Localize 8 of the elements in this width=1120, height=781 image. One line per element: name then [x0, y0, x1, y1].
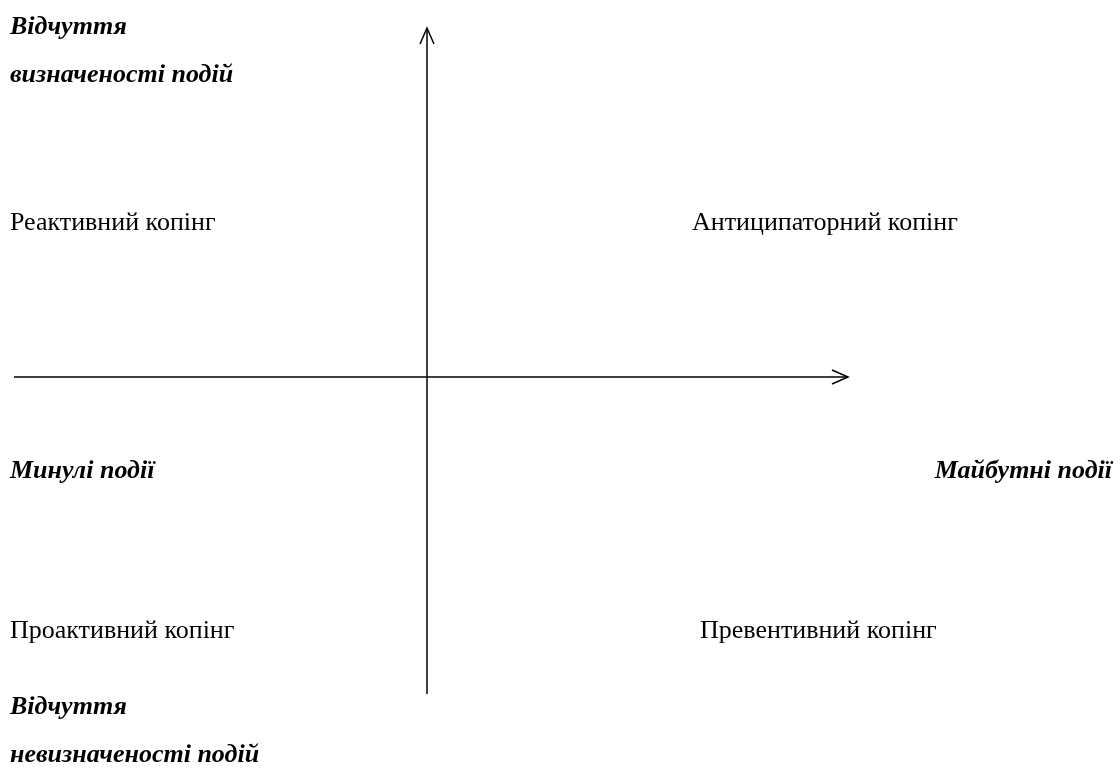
quadrant-label: Проактивний копінг — [10, 614, 235, 646]
axis-label: Відчуття невизначеності подій — [10, 690, 261, 770]
axis-label: Минулі події — [10, 454, 155, 486]
quadrant-label: Превентивний копінг — [700, 614, 937, 646]
quadrant-label: Антиципаторний копінг — [692, 206, 958, 238]
axis-label: Майбутні події — [934, 454, 1112, 486]
quadrant-label: Реактивний копінг — [10, 206, 216, 238]
axis-label: Відчуття визначеності подій — [10, 10, 235, 90]
